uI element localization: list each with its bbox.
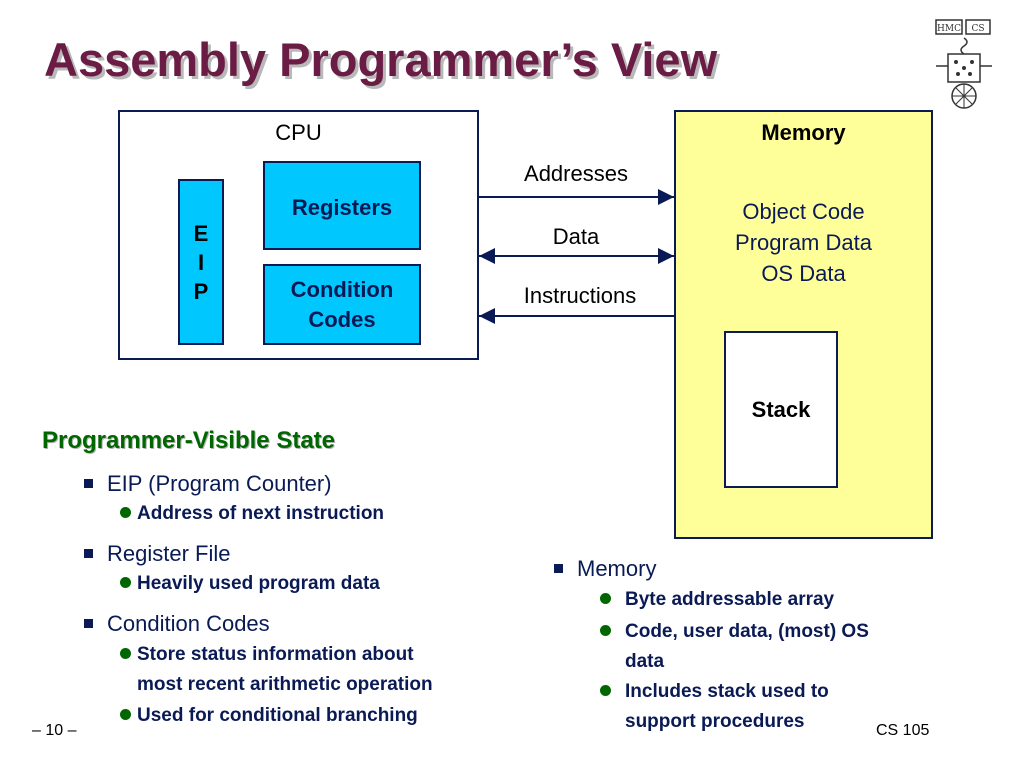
memory-program-data: Program Data <box>735 230 872 255</box>
bullet-register-file-label: Register File <box>107 541 231 566</box>
registers-label: Registers <box>291 195 393 220</box>
sub-bullet-code-data-line1: Code, user data, (most) OS <box>625 621 869 642</box>
programmer-visible-state-heading: Programmer-Visible State <box>42 427 336 454</box>
condition-codes-box: Condition Codes <box>263 264 421 345</box>
data-label: Data <box>552 224 600 249</box>
dot-bullet-icon <box>120 709 131 720</box>
page-number: – 10 – <box>32 722 77 739</box>
addresses-label: Addresses <box>524 161 628 186</box>
memory-os-data: OS Data <box>761 261 846 286</box>
eip-letter-p: P <box>193 278 209 304</box>
sub-bullet-branching: Used for conditional branching <box>120 701 418 731</box>
bullet-register-file: Register File <box>84 541 230 567</box>
memory-label: Memory <box>761 120 846 145</box>
sub-bullet-status-info-line2: most recent arithmetic operation <box>137 674 433 695</box>
square-bullet-icon <box>84 549 93 558</box>
bullet-eip-label: EIP (Program Counter) <box>107 471 332 496</box>
sub-bullet-branching-text: Used for conditional branching <box>137 705 418 726</box>
hmc-cs-logo: HMC CS <box>935 19 992 109</box>
dot-bullet-icon <box>120 507 131 518</box>
eip-letter-e: E <box>193 220 209 246</box>
registers-box: Registers <box>263 161 421 250</box>
sub-bullet-stack-line1: Includes stack used to <box>625 681 829 702</box>
sub-bullet-byte-array: Byte addressable array <box>600 585 834 615</box>
condition-codes-label-line2: Codes <box>308 306 376 332</box>
bullet-condition-codes-label: Condition Codes <box>107 611 270 636</box>
sub-bullet-code-data-line2: data <box>625 651 665 672</box>
eip-register: E I P <box>178 179 224 345</box>
eip-letter-i: I <box>197 249 205 275</box>
dot-bullet-icon <box>120 648 131 659</box>
memory-contents: Object Code Program Data OS Data <box>674 196 933 289</box>
square-bullet-icon <box>84 479 93 488</box>
square-bullet-icon <box>554 564 563 573</box>
bullet-eip: EIP (Program Counter) <box>84 471 332 497</box>
dot-bullet-icon <box>600 593 611 604</box>
dot-bullet-icon <box>600 625 611 636</box>
cpu-label: CPU <box>275 120 322 145</box>
memory-object-code: Object Code <box>742 199 865 224</box>
course-code: CS 105 <box>876 722 930 739</box>
svg-text:CS: CS <box>971 24 984 34</box>
bullet-memory-label: Memory <box>577 556 657 581</box>
sub-bullet-status-info-line1: Store status information about <box>137 644 414 665</box>
bullet-condition-codes: Condition Codes <box>84 611 270 637</box>
sub-bullet-stack: Includes stack used to support procedure… <box>600 677 829 737</box>
bullet-memory: Memory <box>554 556 656 582</box>
sub-bullet-code-data: Code, user data, (most) OS data <box>600 617 869 677</box>
stack-label: Stack <box>751 396 811 422</box>
dot-bullet-icon <box>120 577 131 588</box>
slide-title: Assembly Programmer’s View <box>44 33 718 86</box>
sub-bullet-byte-array-text: Byte addressable array <box>625 589 835 610</box>
svg-text:HMC: HMC <box>937 24 961 34</box>
instructions-label: Instructions <box>523 283 637 308</box>
sub-bullet-register-file-text: Heavily used program data <box>137 573 380 594</box>
condition-codes-label-line1: Condition <box>290 276 394 302</box>
sub-bullet-eip: Address of next instruction <box>120 499 384 529</box>
sub-bullet-stack-line2: support procedures <box>625 711 805 732</box>
sub-bullet-register-file: Heavily used program data <box>120 569 380 599</box>
sub-bullet-eip-text: Address of next instruction <box>137 503 385 524</box>
sub-bullet-status-info: Store status information about most rece… <box>120 640 433 700</box>
stack-box: Stack <box>724 331 838 488</box>
square-bullet-icon <box>84 619 93 628</box>
dot-bullet-icon <box>600 685 611 696</box>
